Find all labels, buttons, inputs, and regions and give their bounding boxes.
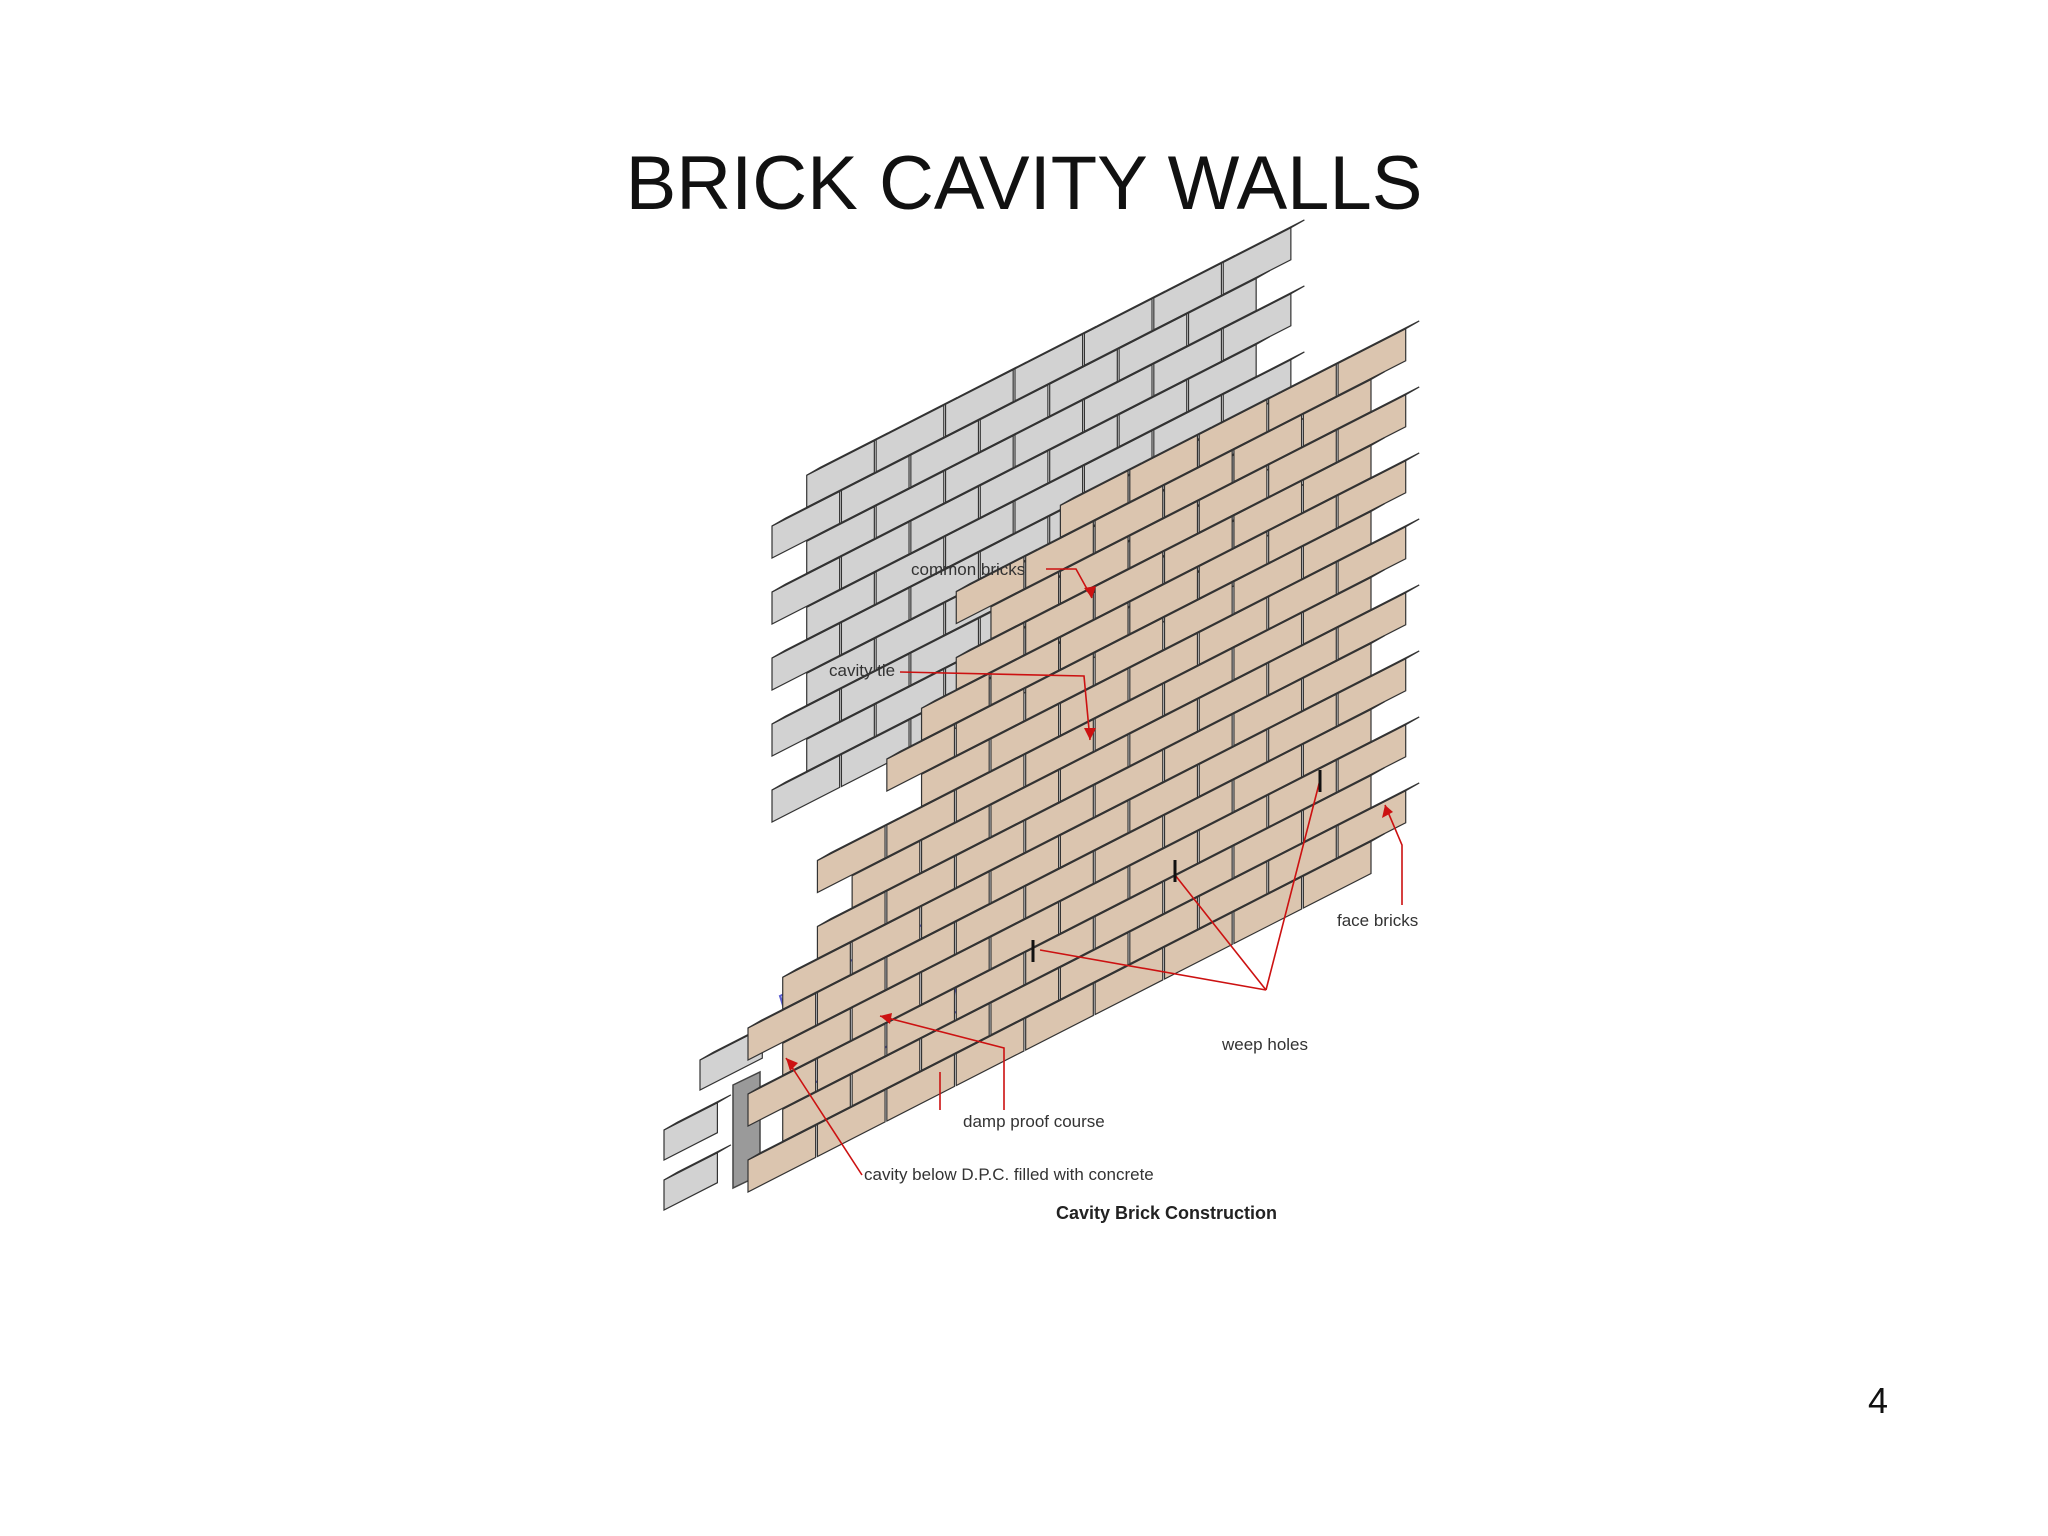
brick-top-face: [1303, 503, 1385, 547]
brick-top-face: [1188, 270, 1270, 314]
leader-arrowheads: [786, 586, 1393, 1071]
label-cavity-below-dpc: cavity below D.P.C. filled with concrete: [864, 1165, 1154, 1184]
brick-top-face: [1337, 782, 1420, 826]
page-number: 4: [1867, 1380, 1888, 1421]
brick-top-face: [663, 1144, 732, 1181]
leader-weep-holes-1: [1265, 779, 1321, 991]
brick-top-face: [1303, 371, 1385, 415]
slide-title: BRICK CAVITY WALLS: [625, 141, 1423, 226]
label-weep-holes: weep holes: [1221, 1035, 1308, 1054]
leader-dpc-1: [879, 1015, 1005, 1110]
brick-top-face: [1222, 219, 1305, 263]
brick-top-face: [1303, 635, 1385, 679]
diagram-caption: Cavity Brick Construction: [1056, 1203, 1277, 1223]
weep-hole-marks: [1031, 770, 1322, 962]
face-brick-leaf: [747, 320, 1420, 1193]
brick-front-face: [1222, 226, 1292, 296]
brick-top-face: [1303, 437, 1385, 481]
brick-top-face: [1337, 320, 1420, 364]
brick-top-face: [1337, 452, 1420, 496]
leader-cavity-tie: [899, 671, 1091, 741]
brick-top-face: [1337, 650, 1420, 694]
brick-top-face: [1303, 701, 1385, 745]
brick-top-face: [1303, 833, 1385, 877]
brick-top-face: [1303, 569, 1385, 613]
leader-lines: [785, 568, 1403, 1176]
leader-face-bricks: [1384, 804, 1403, 905]
brick-top-face: [663, 1094, 732, 1131]
leader-weep-holes-2: [1174, 874, 1267, 991]
brick-top-face: [1337, 716, 1420, 760]
brick-top-face: [1222, 351, 1305, 395]
brick-top-face: [1337, 386, 1420, 430]
brick-top-face: [1337, 584, 1420, 628]
label-common-bricks: common bricks: [911, 560, 1025, 579]
leader-cavity-below: [785, 1057, 863, 1176]
label-face-bricks: face bricks: [1337, 911, 1418, 930]
label-cavity-tie: cavity tie: [829, 661, 895, 680]
label-damp-proof-course: damp proof course: [963, 1112, 1105, 1131]
brick-top-face: [1337, 518, 1420, 562]
brick-top-face: [1188, 336, 1270, 380]
brick-top-face: [1303, 767, 1385, 811]
brick-top-face: [1222, 285, 1305, 329]
leader-weep-holes-3: [1039, 949, 1267, 991]
